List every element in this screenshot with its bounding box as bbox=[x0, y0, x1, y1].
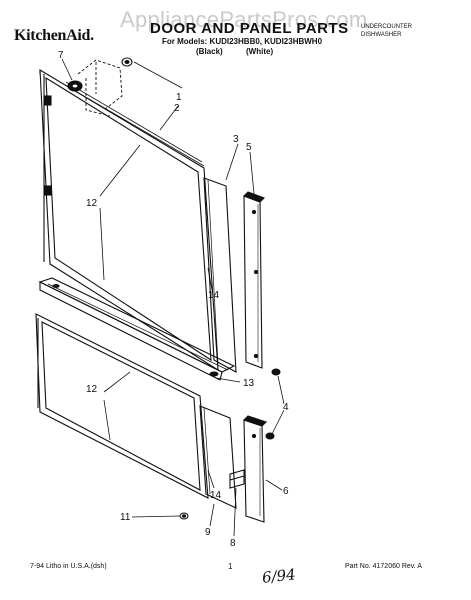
callout-4: 4 bbox=[283, 402, 289, 413]
category-line-1: UNDERCOUNTER bbox=[361, 24, 412, 30]
handwritten-date: 6/94 bbox=[261, 565, 297, 587]
callout-14-upper: 14 bbox=[208, 290, 220, 301]
lower-side-trim bbox=[199, 405, 237, 509]
small-bracket bbox=[229, 469, 245, 489]
callout-12-upper: 12 bbox=[86, 198, 98, 209]
screws bbox=[179, 368, 281, 520]
leader-lines bbox=[61, 58, 285, 537]
lower-right-trim bbox=[242, 415, 268, 523]
page-title: DOOR AND PANEL PARTS bbox=[150, 20, 349, 37]
callout-1: 1 bbox=[176, 92, 182, 103]
callout-3: 3 bbox=[233, 134, 239, 145]
callout-numbers: 7 1 2 3 5 12 12 14 13 4 12 14 6 11 9 8 bbox=[58, 50, 289, 549]
callout-11: 11 bbox=[120, 512, 131, 523]
callout-12-lower: 12 bbox=[86, 384, 98, 395]
models-line: For Models: KUDI23HBB0, KUDI23HBWH0 bbox=[162, 37, 323, 46]
variant-white: (White) bbox=[246, 47, 274, 56]
callout-8: 8 bbox=[230, 538, 236, 549]
callout-5: 5 bbox=[246, 142, 252, 153]
variant-black: (Black) bbox=[196, 47, 223, 56]
footer-page-number: 1 bbox=[228, 562, 233, 571]
category-line-2: DISHWASHER bbox=[361, 32, 402, 38]
callout-2: 2 bbox=[174, 103, 180, 114]
callout-7: 7 bbox=[58, 50, 64, 61]
brand-logo: KitchenAid. bbox=[14, 27, 94, 44]
upper-door-panel bbox=[39, 68, 219, 372]
callout-13: 13 bbox=[243, 378, 255, 389]
upper-side-trim bbox=[203, 177, 237, 373]
footer-litho: 7-94 Litho in U.S.A.(dsh) bbox=[30, 563, 107, 570]
footer-part-number: Part No. 4172060 Rev. A bbox=[345, 563, 422, 570]
watermark: AppliancePartsPros.com bbox=[120, 7, 368, 32]
screw-hardware bbox=[67, 57, 133, 92]
callout-9: 9 bbox=[205, 527, 211, 538]
right-side-trim bbox=[243, 191, 265, 369]
callout-6: 6 bbox=[283, 486, 289, 497]
lower-door-panel bbox=[35, 313, 209, 499]
hinge-bracket bbox=[77, 59, 123, 117]
color-variants: (Black) (White) bbox=[196, 47, 296, 56]
door-handle-trim bbox=[38, 277, 236, 381]
callout-14-lower: 14 bbox=[210, 490, 222, 501]
